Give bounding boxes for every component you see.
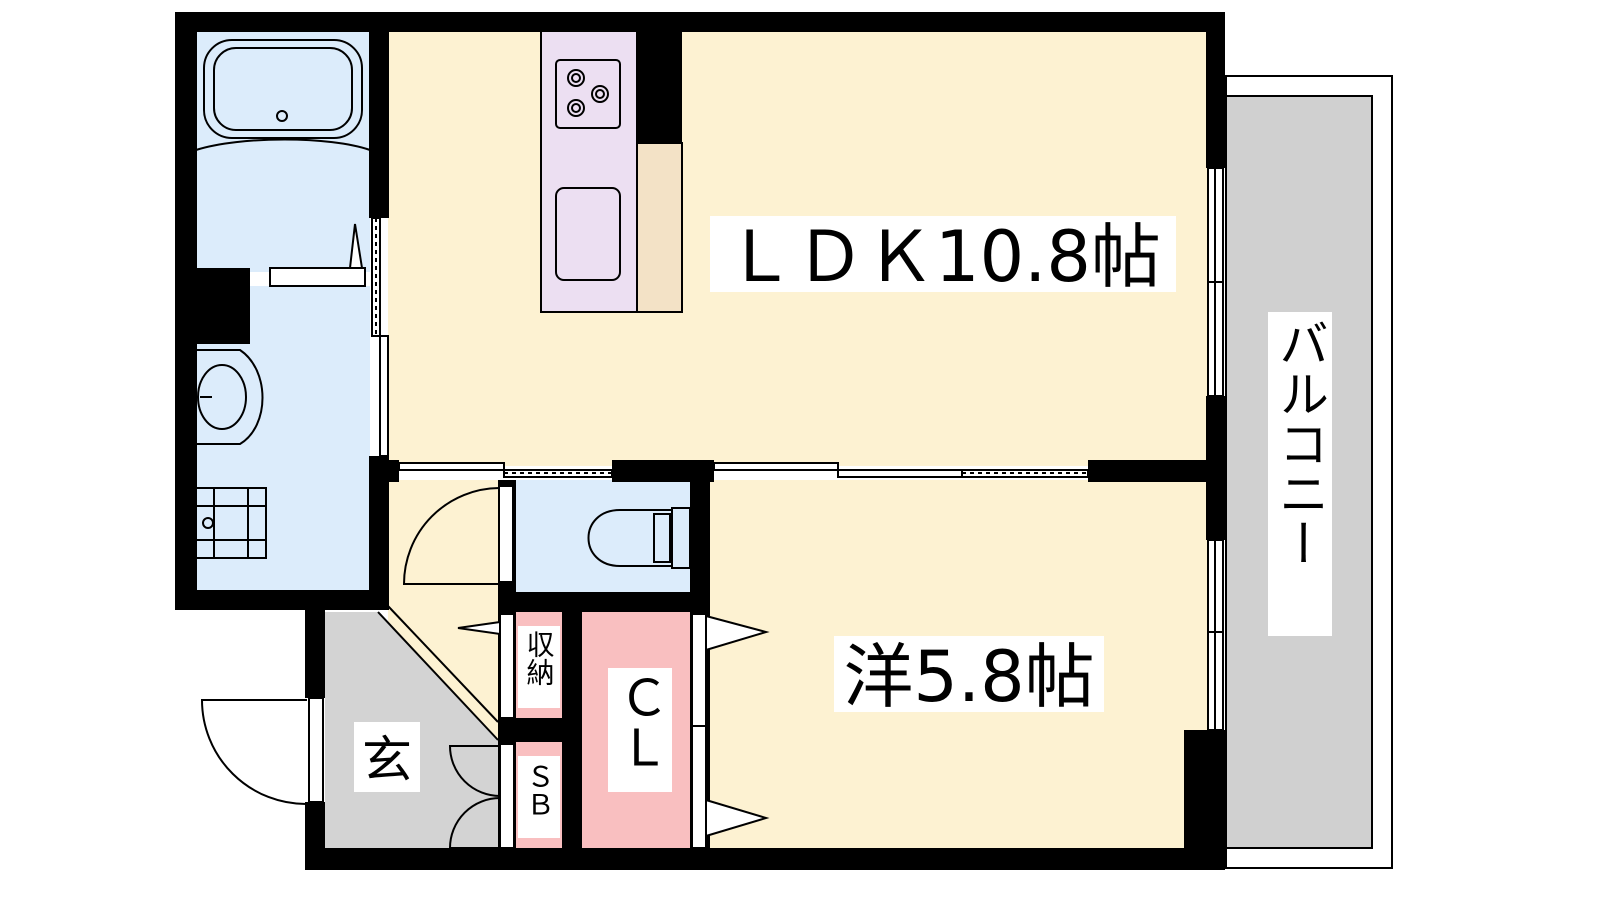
wall-storage-shoebox [498, 718, 582, 742]
wall-ldk-bottom-right [1088, 460, 1225, 482]
toilet-icon [587, 507, 691, 569]
shoebox-label: ＳＢ [523, 762, 556, 818]
shoebox-door[interactable] [448, 743, 515, 849]
kitchen-counter [636, 142, 683, 313]
wall-ldk-bottom-mid [612, 460, 714, 482]
window-ldk [1207, 167, 1224, 397]
wall-top [175, 12, 1225, 32]
hall-door[interactable] [402, 485, 514, 585]
wall-left [175, 12, 197, 610]
hall-opening-line-inner [387, 605, 499, 723]
wall-right-bottom [1184, 730, 1225, 870]
wall-bottom [305, 848, 1225, 870]
storage-label-bg [518, 626, 560, 708]
washing-machine-icon [195, 487, 267, 559]
window-western-room [1207, 539, 1224, 731]
sliding-door-washroom[interactable] [371, 217, 389, 457]
washbasin-icon [196, 349, 264, 445]
storage-door[interactable] [457, 613, 515, 719]
sliding-door-ldk[interactable] [398, 462, 613, 478]
wall-entrance-left-upper [305, 600, 325, 698]
western-label-bg [834, 636, 1104, 712]
closet-label: ＣＬ [611, 672, 669, 772]
toilet-floor [516, 480, 692, 592]
stove-icon [555, 59, 621, 129]
balcony-label: バルコニー [1271, 318, 1329, 568]
wall-toilet-bottom [498, 592, 710, 612]
wall-ldk-bottom-left [369, 460, 399, 482]
kitchen-sink-icon [555, 187, 621, 281]
sliding-door-western-room[interactable] [713, 462, 1089, 478]
wall-right-top [1206, 12, 1225, 168]
wall-bath-right-bottom [369, 456, 389, 610]
storage-label: 収納 [523, 630, 556, 686]
wall-bath-right-top [369, 12, 389, 218]
ldk-label-bg [710, 216, 1176, 292]
western-room-label: 洋5.8帖 [843, 636, 1094, 718]
ldk-label: ＬＤＫ10.8帖 [725, 216, 1161, 298]
bathtub-icon [195, 39, 371, 151]
entrance-label-bg [354, 722, 420, 792]
bath-door-panel [269, 267, 366, 287]
hall-opening-line [377, 611, 499, 741]
closet-door[interactable] [691, 613, 770, 849]
bath-floor [196, 30, 370, 272]
wall-toilet-right [690, 468, 710, 612]
closet-label-bg [608, 668, 672, 792]
shoebox-label-bg [518, 756, 560, 838]
wall-bath-wash-divider [196, 268, 250, 344]
front-door[interactable] [200, 697, 324, 806]
entrance-label: 玄 [362, 731, 412, 789]
balcony-label-bg [1268, 312, 1332, 636]
wall-kitchen-column [637, 30, 682, 143]
wall-bath-bottom [175, 590, 387, 610]
